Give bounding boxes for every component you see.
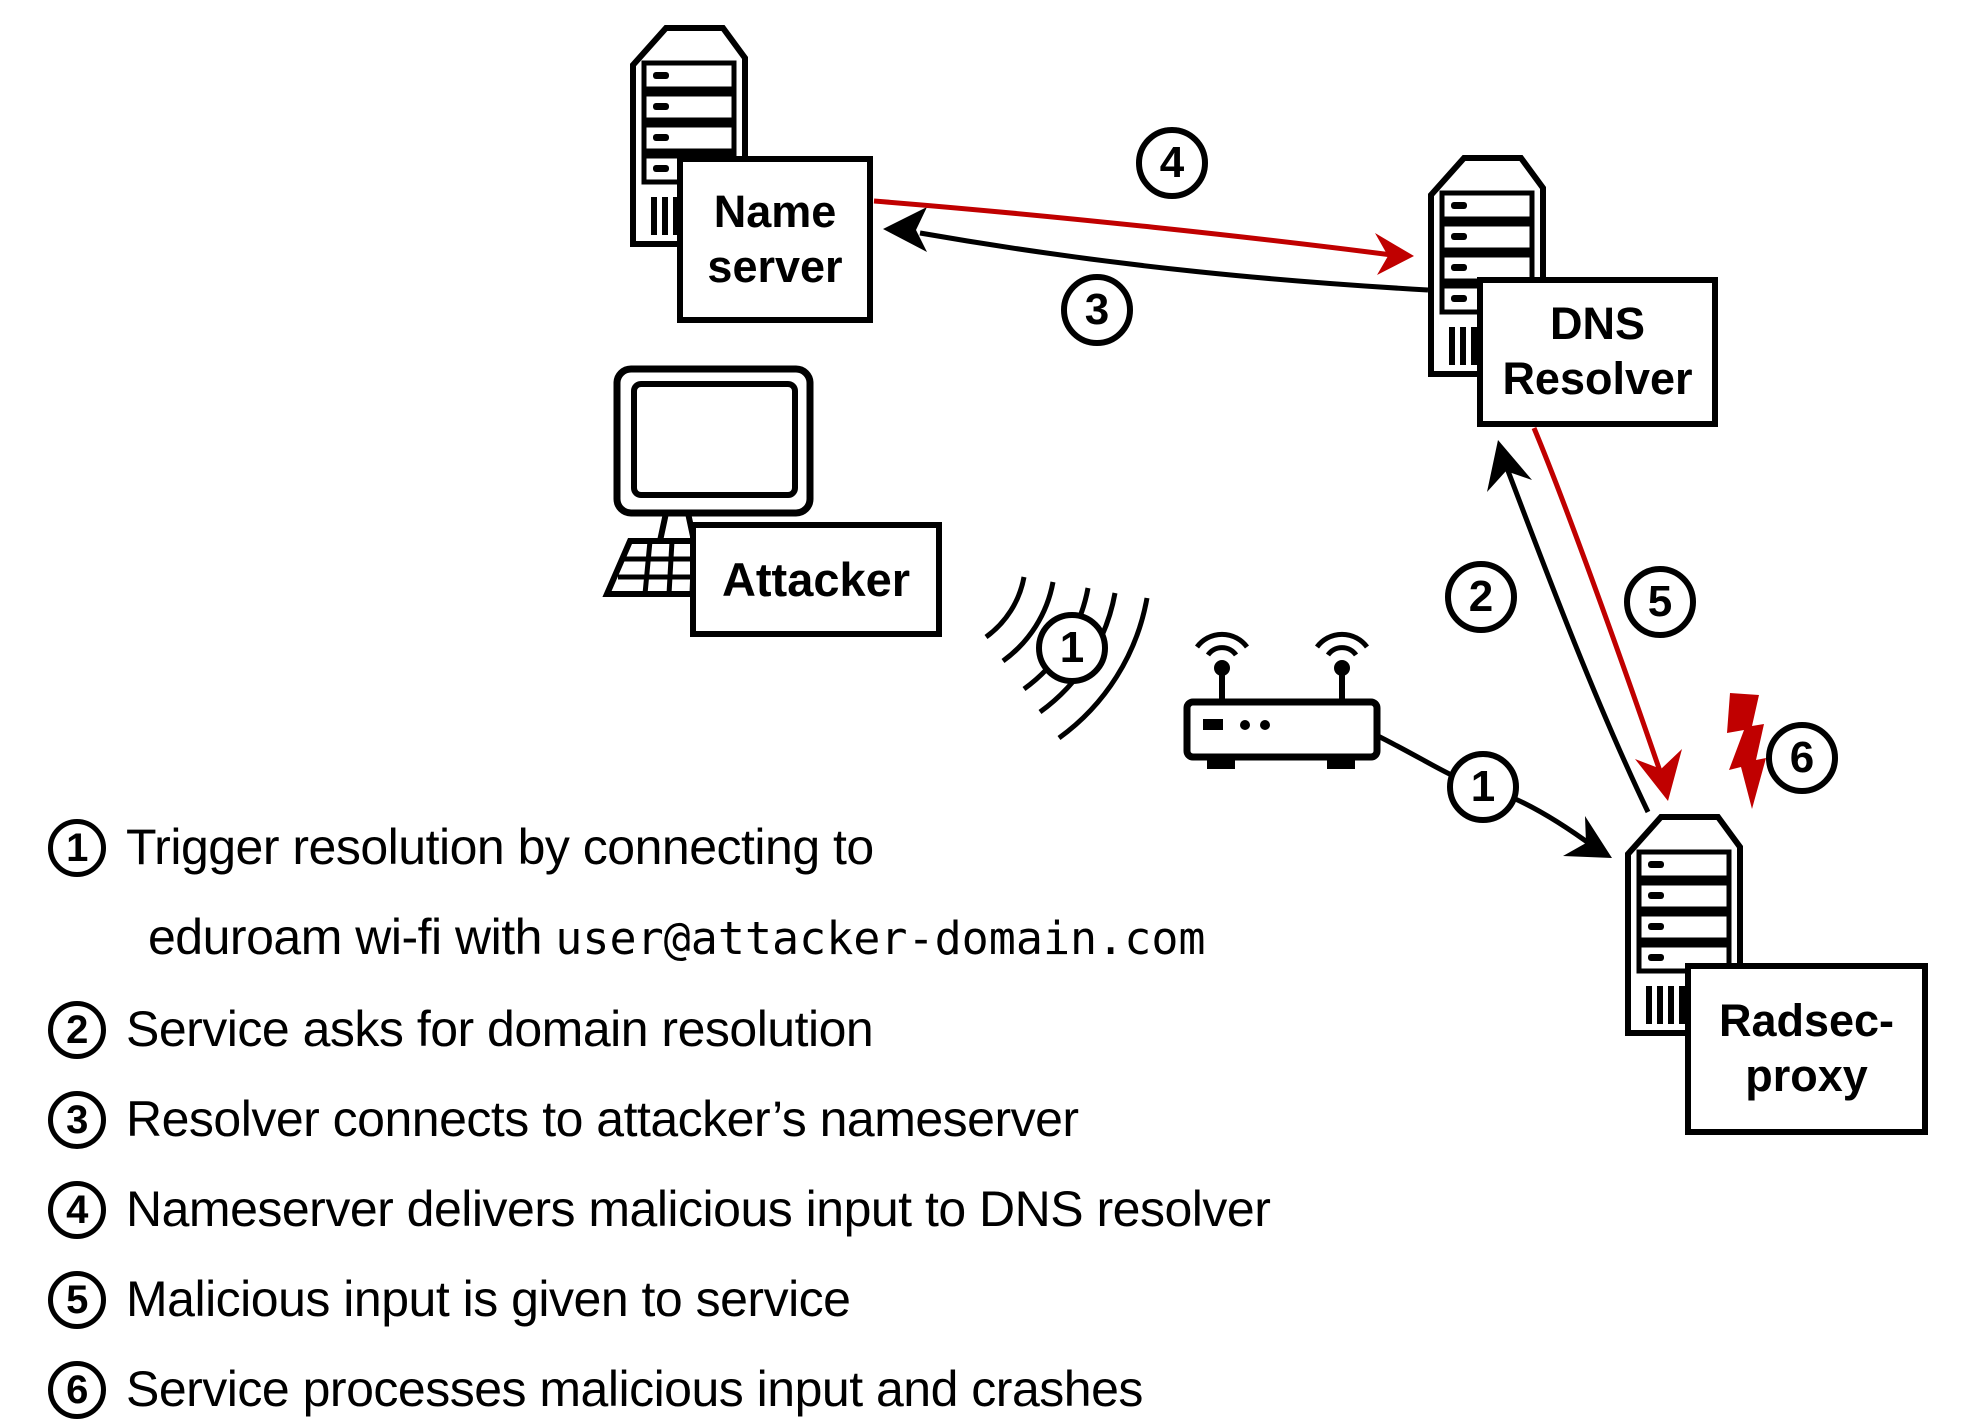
- legend-step-1-identity-code: user@attacker-domain.com: [555, 912, 1206, 965]
- step-marker-4: 4: [1136, 127, 1208, 199]
- dns-resolver-label-line2: Resolver: [1502, 353, 1693, 404]
- step-marker-2: 2: [1445, 561, 1517, 633]
- legend-step-1-badge: 1: [48, 818, 106, 877]
- name-server-label-line2: server: [707, 240, 843, 292]
- step-marker-1-wifi: 1: [1036, 612, 1108, 684]
- radsec-proxy-label-line1: Radsec-: [1718, 995, 1895, 1047]
- legend-step-5-badge: 5: [48, 1270, 106, 1329]
- attacker-label-line1: Attacker: [721, 552, 911, 606]
- legend-item-2: 2 Service asks for domain resolution: [48, 984, 1798, 1074]
- step-marker-5: 5: [1624, 566, 1696, 638]
- legend-item-5: 5 Malicious input is given to service: [48, 1254, 1798, 1344]
- legend-step-1-text-continued: eduroam wi-fi with: [148, 909, 556, 965]
- step-marker-1-router: 1: [1447, 751, 1519, 823]
- step-marker-6: 6: [1766, 722, 1838, 794]
- legend-step-1-text: Trigger resolution by connecting to: [126, 819, 874, 875]
- name-server-label-line1: Name: [713, 185, 837, 237]
- legend-step-3-text: Resolver connects to attacker’s nameserv…: [126, 1091, 1079, 1147]
- arrow-step2-radsec-to-resolver: [1487, 440, 1651, 814]
- radsec-proxy-label-line2: proxy: [1745, 1050, 1868, 1101]
- legend-step-6-badge: 6: [48, 1360, 106, 1419]
- legend-step-5-text: Malicious input is given to service: [126, 1271, 851, 1327]
- legend-step-2-badge: 2: [48, 1000, 106, 1059]
- legend-item-3: 3 Resolver connects to attacker’s nameser…: [48, 1074, 1798, 1164]
- arrow-step5-resolver-to-radsec: [1531, 427, 1682, 801]
- arrow-step4-nameserver-to-resolver: [873, 198, 1414, 275]
- legend-step-3-badge: 3: [48, 1090, 106, 1149]
- legend-item-6: 6 Service processes malicious input and c…: [48, 1344, 1798, 1425]
- legend-step-4-badge: 4: [48, 1180, 106, 1239]
- step-marker-3: 3: [1061, 274, 1133, 346]
- legend-item-4: 4 Nameserver delivers malicious input to …: [48, 1164, 1798, 1254]
- legend: 1 Trigger resolution by connecting to edu…: [48, 802, 1798, 1425]
- legend-step-6-text: Service processes malicious input and cr…: [126, 1361, 1143, 1417]
- dns-resolver-label-line1: DNS: [1549, 298, 1645, 350]
- legend-step-2-text: Service asks for domain resolution: [126, 1001, 874, 1057]
- name-server-label: Name server: [677, 156, 873, 323]
- wifi-router-icon: [1183, 631, 1381, 769]
- dns-resolver-label: DNS Resolver: [1477, 277, 1718, 427]
- legend-item-1: 1 Trigger resolution by connecting to edu…: [48, 802, 1798, 984]
- crash-lightning-icon: [1727, 693, 1766, 809]
- radsec-proxy-label: Radsec- proxy: [1685, 963, 1928, 1135]
- attacker-label: Attacker: [690, 522, 942, 637]
- arrow-step3-resolver-to-nameserver: [883, 207, 1429, 293]
- legend-step-4-text: Nameserver delivers malicious input to D…: [126, 1181, 1271, 1237]
